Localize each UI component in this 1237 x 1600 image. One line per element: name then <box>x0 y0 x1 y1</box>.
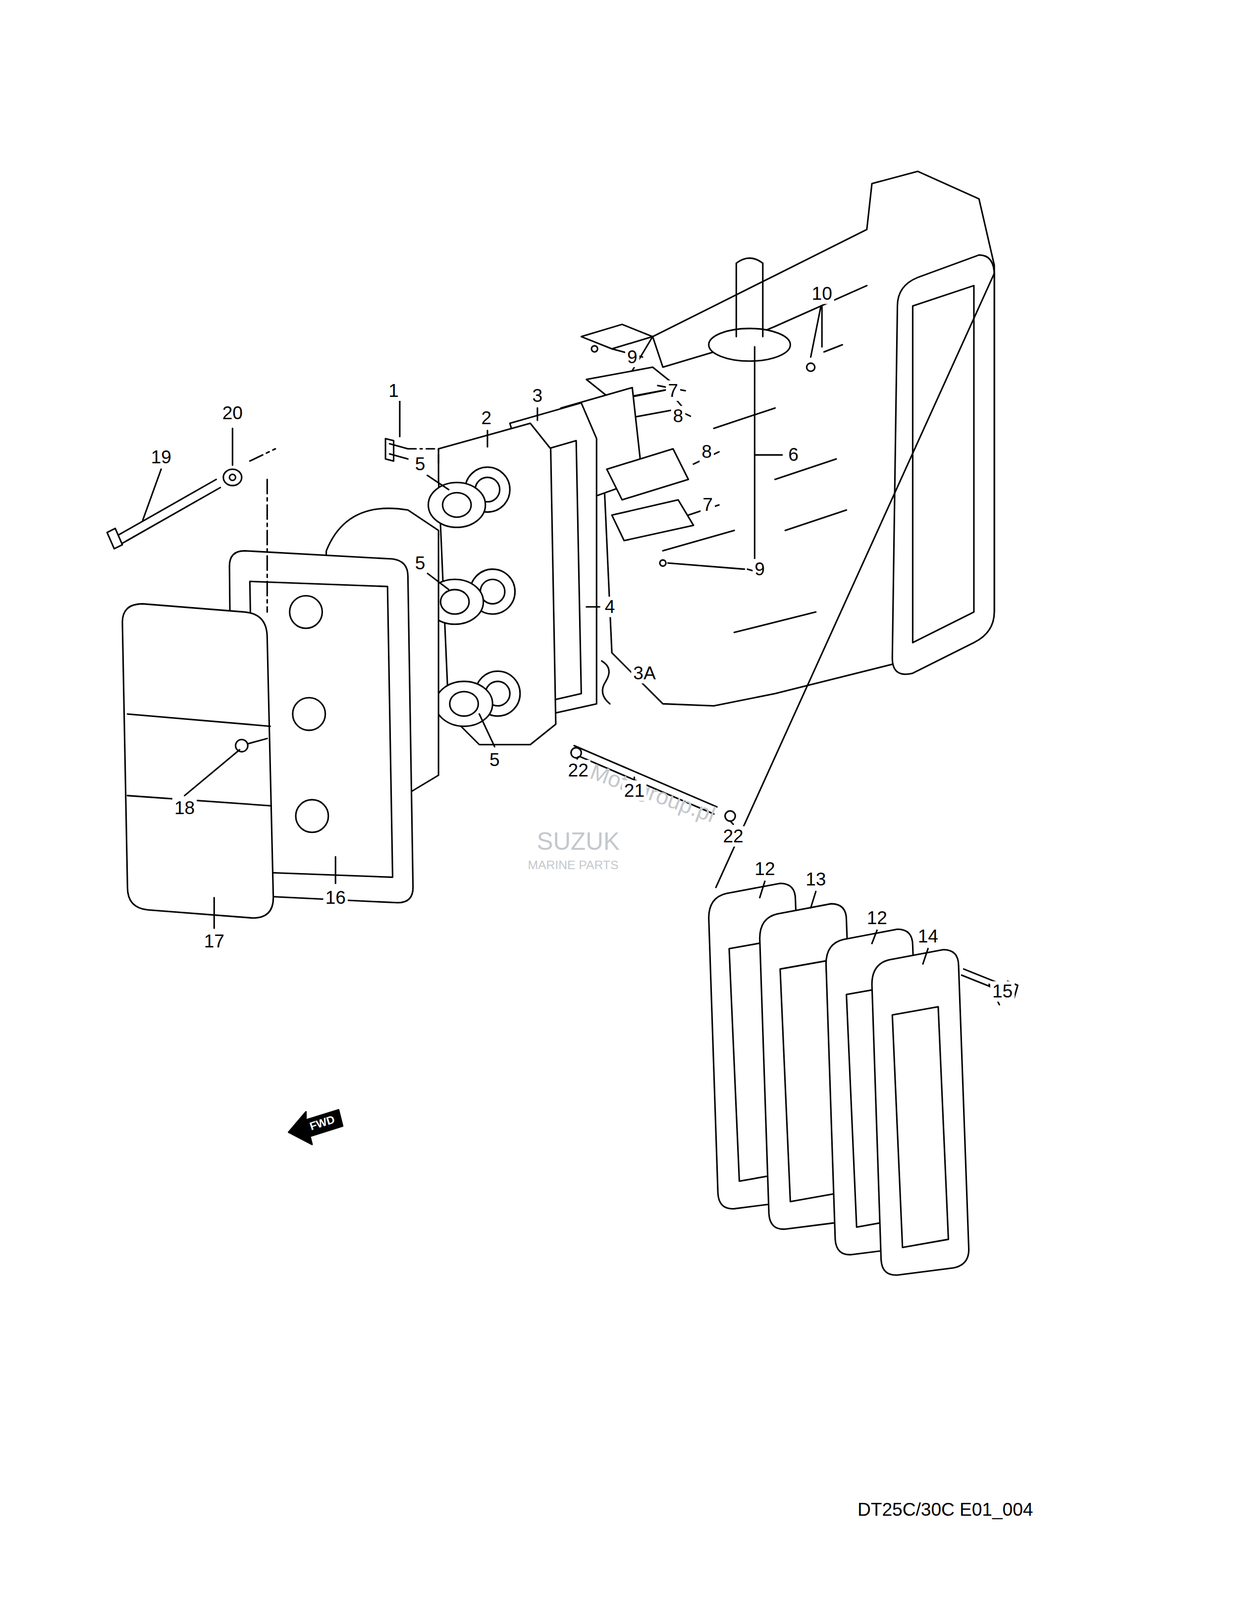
watermark: Motogroup.pl <box>585 758 721 829</box>
watermark: SUZUK <box>534 828 622 856</box>
callout-number: 20 <box>220 402 245 424</box>
callout-number: 6 <box>786 444 801 466</box>
callout-number: 10 <box>809 283 834 304</box>
diagram-code: DT25C/30C E01_004 <box>855 1499 1036 1520</box>
callout-number: 3A <box>631 662 658 684</box>
callout-number: 15 <box>990 980 1015 1002</box>
callout-number: 13 <box>803 868 828 890</box>
callout-number: 5 <box>413 552 428 574</box>
callout-number: 7 <box>665 380 681 401</box>
callout-number: 17 <box>202 930 227 952</box>
callout-number: 14 <box>915 925 941 947</box>
callout-number: 8 <box>670 405 686 427</box>
callout-number: 7 <box>700 494 715 515</box>
callout-number: 9 <box>752 558 767 580</box>
callout-number: 22 <box>720 825 746 847</box>
callout-number: 22 <box>565 759 591 781</box>
callout-number: 9 <box>625 346 640 368</box>
callout-number: 2 <box>479 407 494 429</box>
watermark: MARINE PARTS <box>525 857 621 872</box>
callout-number: 16 <box>323 887 348 908</box>
callout-number: 12 <box>752 858 777 879</box>
callout-number: 19 <box>149 446 174 468</box>
callout-number: 4 <box>602 596 618 617</box>
callout-number: 5 <box>413 453 428 475</box>
callout-number: 21 <box>622 780 647 801</box>
callout-number: 3 <box>530 385 545 406</box>
callout-number: 18 <box>172 797 197 818</box>
callout-number: 8 <box>699 441 714 462</box>
callout-number: 12 <box>864 907 890 928</box>
callout-number: 5 <box>487 749 502 770</box>
callout-number: 1 <box>386 380 401 401</box>
